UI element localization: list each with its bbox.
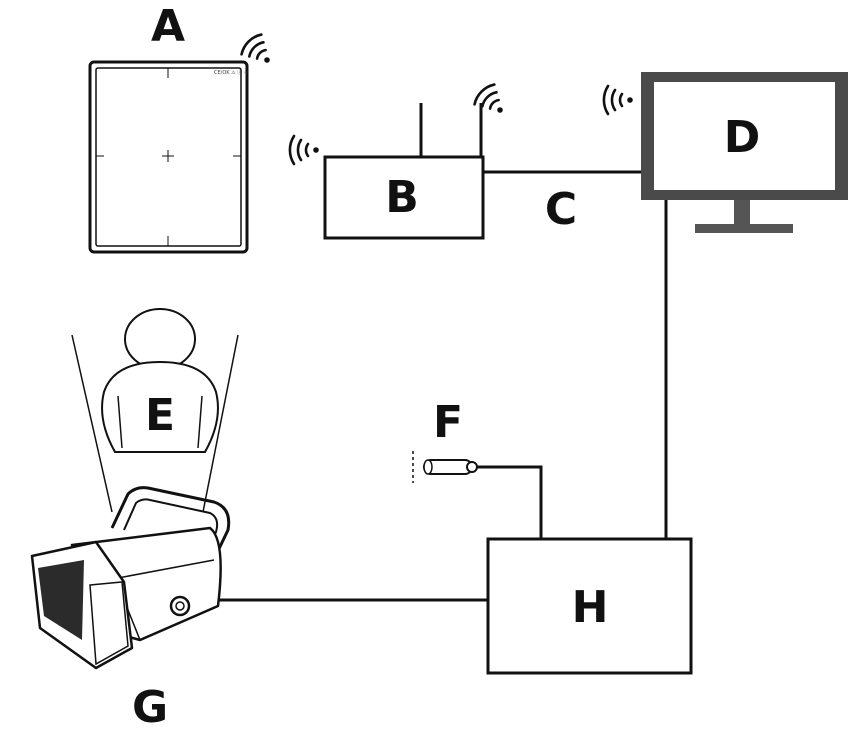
label-C: C [545, 184, 577, 235]
patient-figure-icon [71, 308, 239, 513]
xray-window [38, 560, 84, 640]
label-F: F [433, 397, 463, 448]
portable-xray-unit-icon [30, 486, 231, 670]
label-D: D [724, 112, 761, 163]
wifi-icon [602, 84, 633, 116]
label-A: A [151, 1, 185, 52]
xray-tube-icon [412, 451, 478, 483]
label-G: G [132, 682, 168, 733]
monitor-icon [641, 72, 848, 233]
flat-panel-detector-icon: CE/OK ⚠ ⓘ ♲ [88, 60, 249, 254]
cable-F-H [477, 465, 543, 539]
label-B: B [385, 172, 419, 223]
wifi-icon [473, 83, 503, 113]
detector-marking: CE/OK ⚠ ⓘ ♲ [214, 69, 249, 76]
generator-box [486, 537, 693, 675]
wifi-icon [240, 33, 270, 63]
label-E: E [145, 390, 175, 441]
label-H: H [572, 582, 609, 633]
router-box [323, 103, 485, 240]
wifi-icon [288, 134, 319, 166]
